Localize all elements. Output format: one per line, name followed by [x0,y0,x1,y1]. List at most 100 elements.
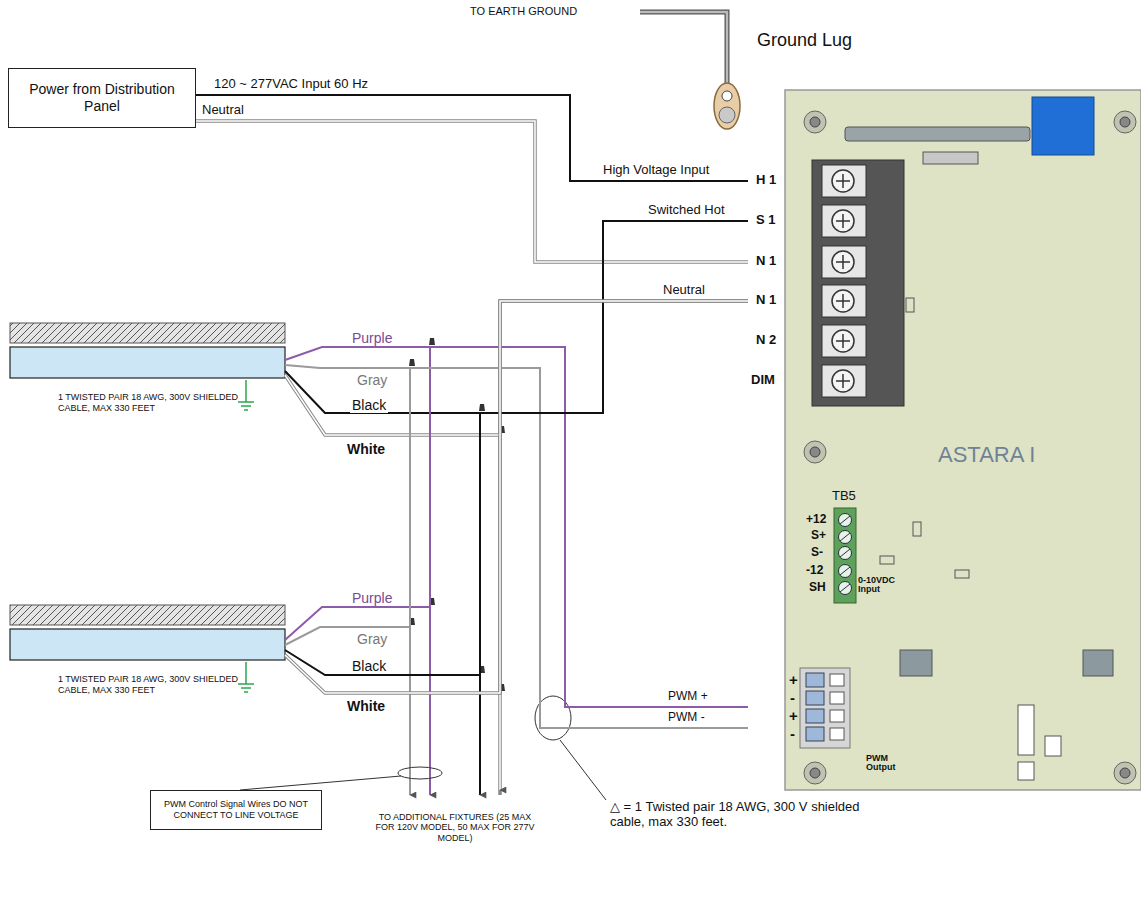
screw-slot [836,214,850,228]
screw-slot [836,374,850,388]
terminal [822,205,866,237]
terminal-label: DIM [751,373,775,388]
screw [839,582,852,595]
jumper [906,298,914,312]
mounting-hole [1114,762,1136,784]
terminal-label: +12 [806,513,826,527]
wire-core [196,121,748,262]
wire-label: Purple [350,590,394,606]
screw-slot [840,533,850,541]
terminal-label: - [790,725,795,742]
spring-terminal [806,691,824,705]
wire-label: Gray [355,631,389,647]
screw-slot [836,334,850,348]
fixture-housing [10,323,285,343]
callout-label: Switched Hot [648,203,725,218]
wire-nut [479,404,485,411]
wire-core [285,301,748,693]
ground-lug [714,83,740,129]
terminal-label: N 1 [756,254,776,269]
terminal-label: SH [809,581,826,595]
wire-core [285,368,748,728]
wire [196,95,748,181]
relay [1083,650,1113,676]
terminal-label: S+ [811,529,826,543]
jumper [913,522,921,536]
terminal-label: PWM - [668,711,705,725]
wire-core [285,347,748,707]
transformer [1032,97,1094,155]
wire-label: Gray [355,372,389,388]
screw [832,290,854,312]
ground-wire [640,12,727,84]
note-box: PWM Control Signal Wires DO NOT CONNECT … [150,790,322,830]
fixture: 1 TWISTED PAIR 18 AWG, 300V SHIELDED CAB… [10,323,285,423]
ground-wire-core [640,12,727,84]
wire [285,221,748,413]
screw-slot [840,567,850,575]
wire [285,347,748,707]
terminal-label: S- [811,546,823,560]
wire-nut [429,338,435,345]
fixture: 1 TWISTED PAIR 18 AWG, 300V SHIELDED CAB… [10,605,285,705]
pwm-block [800,668,850,748]
jumper [880,556,894,564]
fuse [923,152,978,164]
mounting-hole [804,441,826,463]
tb5-block [834,508,856,603]
spring-terminal [806,727,824,741]
hole-center [1120,768,1130,778]
wire-label: White [345,441,387,457]
wire-core [196,95,748,181]
wire-core [285,221,748,675]
spring-terminal [806,709,824,723]
terminal-label: 0-10VDC Input [858,576,902,594]
terminal-label: + [789,671,798,688]
terminal-label: N 1 [756,293,776,308]
fixture-lens [10,629,285,660]
lug-barrel [719,107,735,123]
mounting-hole [1114,111,1136,133]
pwm-terminals [806,673,844,741]
screw-slot [836,294,850,308]
wire [285,368,748,728]
screw [832,330,854,352]
terminal-label: -12 [806,564,823,578]
terminal [822,365,866,397]
cable-note: 1 TWISTED PAIR 18 AWG, 300V SHIELDED CAB… [58,674,238,696]
hole-center [810,117,820,127]
relay [900,650,932,676]
cable-note: 1 TWISTED PAIR 18 AWG, 300V SHIELDED CAB… [58,392,238,414]
wire [285,301,748,693]
screw [839,547,852,560]
callout-label: Ground Lug [757,30,852,51]
screw-slot [840,516,850,524]
terminal-block [812,160,904,406]
wire-core [285,365,748,728]
terminal [822,325,866,357]
fixture-lens [10,347,285,378]
jumper [955,570,969,578]
hole-center [810,768,820,778]
circuit-board [785,90,1141,790]
screw [839,565,852,578]
terminal-label: PWM Output [866,754,910,772]
fixture-housing [10,605,285,625]
wire [285,221,748,675]
wire-core [285,347,748,707]
wire [285,365,748,728]
lever [830,674,844,686]
mounting-hole [804,762,826,784]
wire-label: Neutral [200,103,246,118]
leader-line [240,776,401,790]
terminal [822,165,866,197]
terminal-label: N 2 [756,333,776,348]
screw-slot [836,174,850,188]
fuse-holder [845,127,1030,141]
panel-name: Power from Distribution Panel [17,81,187,115]
dip-switch [1018,762,1034,780]
screw [839,531,852,544]
wire-nut [409,359,415,366]
hole-center [1120,117,1130,127]
